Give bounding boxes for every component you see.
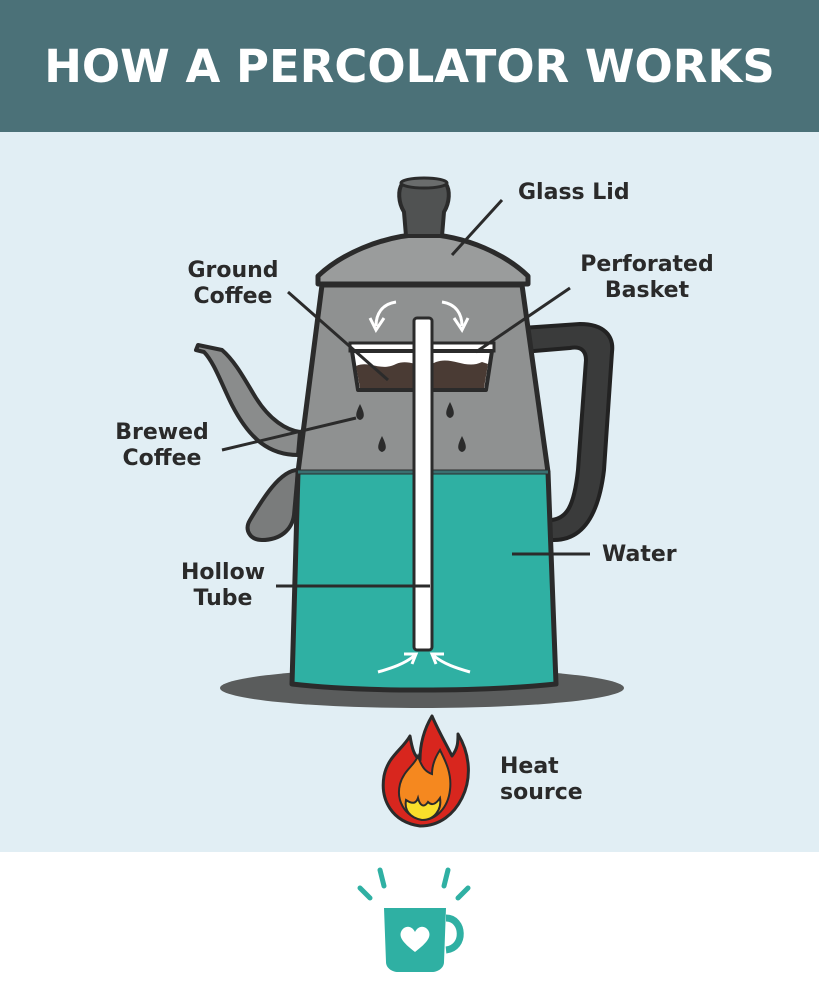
leader-lines: [221, 198, 590, 588]
spout-lower: [245, 468, 300, 542]
label-brewed-coffee: Brewed Coffee: [115, 420, 209, 471]
label-heat-source: Heat source: [500, 754, 583, 805]
label-perforated-basket: Perforated Basket: [580, 252, 714, 303]
label-glass-lid: Glass Lid: [518, 180, 630, 205]
glass-lid: [315, 231, 531, 287]
coffee-drops: [356, 402, 466, 452]
label-water: Water: [602, 542, 677, 567]
hollow-tube: [412, 316, 434, 652]
label-hollow-tube: Hollow Tube: [180, 560, 266, 611]
spout: [194, 343, 302, 457]
label-ground-coffee: Ground Coffee: [187, 258, 279, 309]
lid-knob: [397, 182, 451, 238]
heart-mug-logo-icon: [357, 867, 471, 972]
header-banner: HOW A PERCOLATOR WORKS: [0, 0, 819, 132]
page-title: HOW A PERCOLATOR WORKS: [44, 39, 775, 93]
flame-icon: [381, 714, 470, 828]
